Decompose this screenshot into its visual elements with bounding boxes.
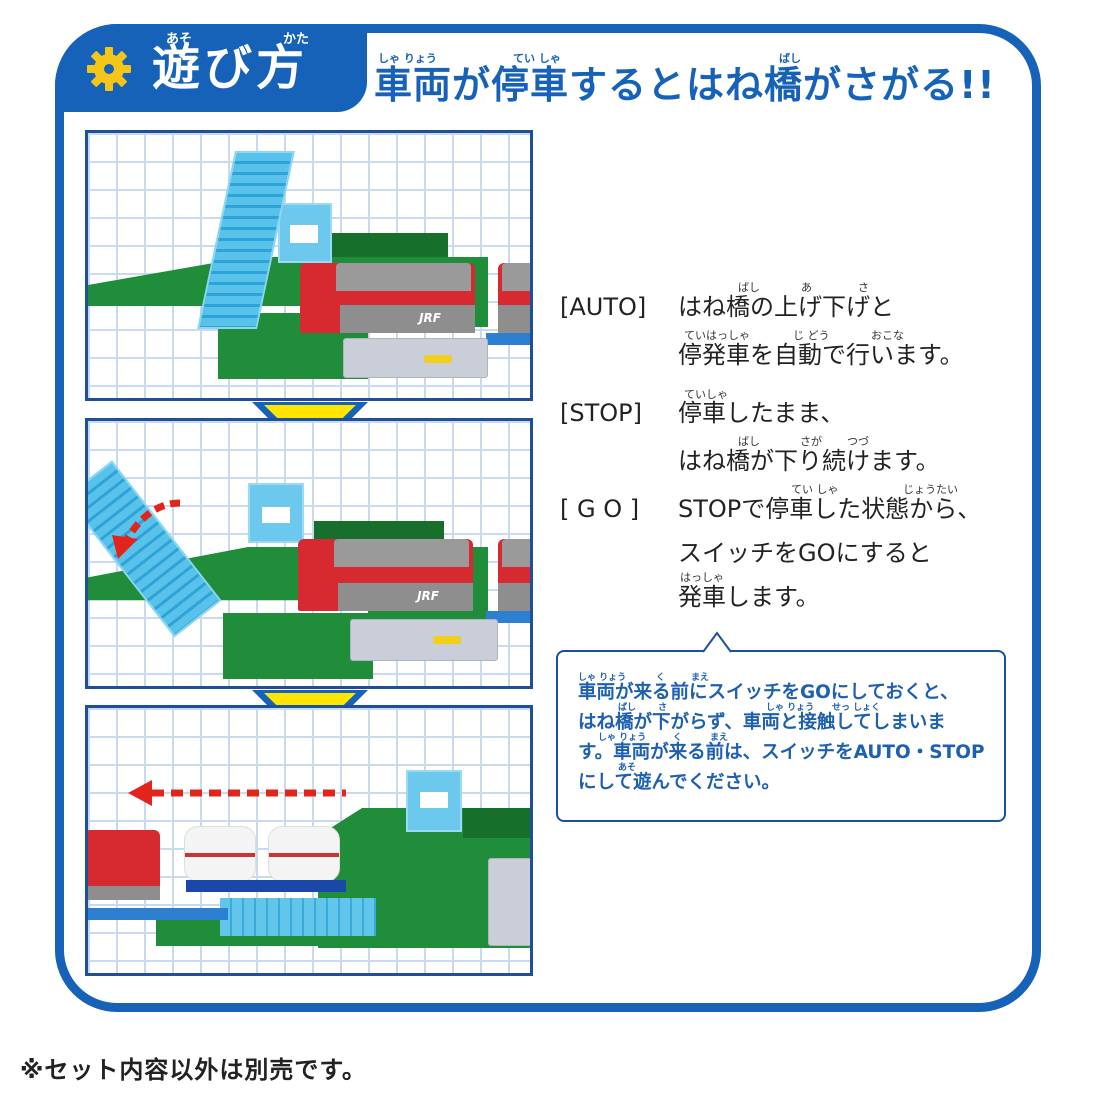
ruby: しゃ りょう bbox=[766, 703, 815, 713]
locomotive: JRF bbox=[298, 539, 473, 611]
instruction-line: 停車したまま、 bbox=[678, 399, 845, 427]
ruby: まえ bbox=[691, 673, 710, 683]
ruby: まえ bbox=[710, 733, 729, 743]
switch-plate bbox=[488, 858, 530, 946]
ruby: てい しゃ bbox=[791, 483, 839, 496]
instruction-line: はね橋が下り続けます。 bbox=[678, 447, 940, 475]
callout-pointer bbox=[703, 631, 731, 653]
mode-label-stop: [STOP] bbox=[560, 399, 642, 427]
locomotive: JRF bbox=[300, 263, 475, 333]
instruction-line: 発車します。 bbox=[678, 583, 820, 611]
platform-fence bbox=[463, 808, 530, 838]
switch-plate bbox=[350, 619, 498, 661]
ruby: ていはっしゃ bbox=[684, 329, 750, 342]
ruby: さ bbox=[858, 281, 869, 294]
step-2-image: JRF bbox=[85, 418, 533, 689]
headline-ruby: しゃ りょう bbox=[378, 52, 437, 65]
ruby: あ bbox=[801, 281, 812, 294]
tab-ruby-aso: あそ bbox=[166, 32, 193, 47]
ruby: く bbox=[673, 733, 683, 743]
step-1-image: JRF bbox=[85, 130, 533, 401]
mode-label-auto: [AUTO] bbox=[560, 293, 647, 321]
drawbridge-lowered bbox=[220, 898, 376, 936]
callout-line: にして遊んでください。 bbox=[578, 772, 781, 793]
second-car bbox=[498, 263, 530, 333]
mode-label-go: [ G O ] bbox=[560, 495, 640, 523]
ruby: じょうたい bbox=[903, 483, 958, 496]
callout-line: す。車両が来る前は、スイッチをAUTO・STOP bbox=[578, 742, 985, 763]
switch-plate bbox=[343, 338, 488, 378]
instruction-line: 停発車を自動で行います。 bbox=[678, 341, 964, 369]
ruby: おこな bbox=[871, 329, 904, 342]
page-title: 遊び方 bbox=[152, 40, 309, 96]
booth bbox=[248, 483, 304, 543]
ruby: あそ bbox=[618, 763, 637, 773]
footer-note: ※セット内容以外は別売です。 bbox=[20, 1056, 367, 1084]
ruby: じ どう bbox=[793, 329, 830, 342]
instruction-line: スイッチをGOにすると bbox=[678, 539, 932, 567]
track bbox=[486, 333, 530, 345]
tank-car bbox=[268, 826, 340, 882]
ruby: ばし bbox=[738, 281, 760, 294]
tank-car bbox=[184, 826, 256, 882]
platform-step bbox=[223, 613, 373, 679]
ruby: ていしゃ bbox=[684, 388, 728, 401]
ruby: ばし bbox=[738, 435, 760, 448]
headline-ruby: てい しゃ bbox=[513, 52, 561, 65]
locomotive bbox=[88, 830, 160, 900]
instruction-line: はね橋の上げ下げと bbox=[678, 293, 894, 321]
headline-ruby: ばし bbox=[779, 52, 801, 65]
step-3-image bbox=[85, 705, 533, 976]
ruby: しゃ りょう bbox=[598, 733, 647, 743]
ruby: しゃ りょう bbox=[578, 673, 627, 683]
headline: 車両が停車するとはね橋がさがる!! bbox=[374, 63, 996, 107]
callout-line: はね橋が下がらず、車両と接触してしまいま bbox=[578, 712, 946, 733]
ruby: さ bbox=[658, 703, 668, 713]
booth bbox=[278, 203, 332, 263]
warning-callout: しゃ りょう く まえ ばし さ しゃ りょう せっ しょく しゃ りょう く … bbox=[556, 650, 1006, 822]
gear-icon bbox=[87, 47, 131, 91]
booth bbox=[406, 770, 462, 832]
ruby: ばし bbox=[618, 703, 637, 713]
ruby: せっ しょく bbox=[832, 703, 881, 713]
tank-car-bogie bbox=[186, 880, 346, 892]
second-car bbox=[498, 539, 530, 611]
ruby: さが bbox=[800, 435, 822, 448]
tab-ruby-kata: かた bbox=[283, 32, 310, 47]
platform-fence bbox=[318, 233, 448, 257]
track bbox=[88, 908, 228, 920]
callout-line: 車両が来る前にスイッチをGOにしておくと、 bbox=[578, 682, 959, 703]
ruby: く bbox=[656, 673, 666, 683]
curved-arrow-icon bbox=[112, 499, 181, 559]
ruby: はっしゃ bbox=[680, 571, 724, 584]
ruby: つづ bbox=[847, 435, 869, 448]
instruction-line: STOPで停車した状態から、 bbox=[678, 495, 982, 523]
